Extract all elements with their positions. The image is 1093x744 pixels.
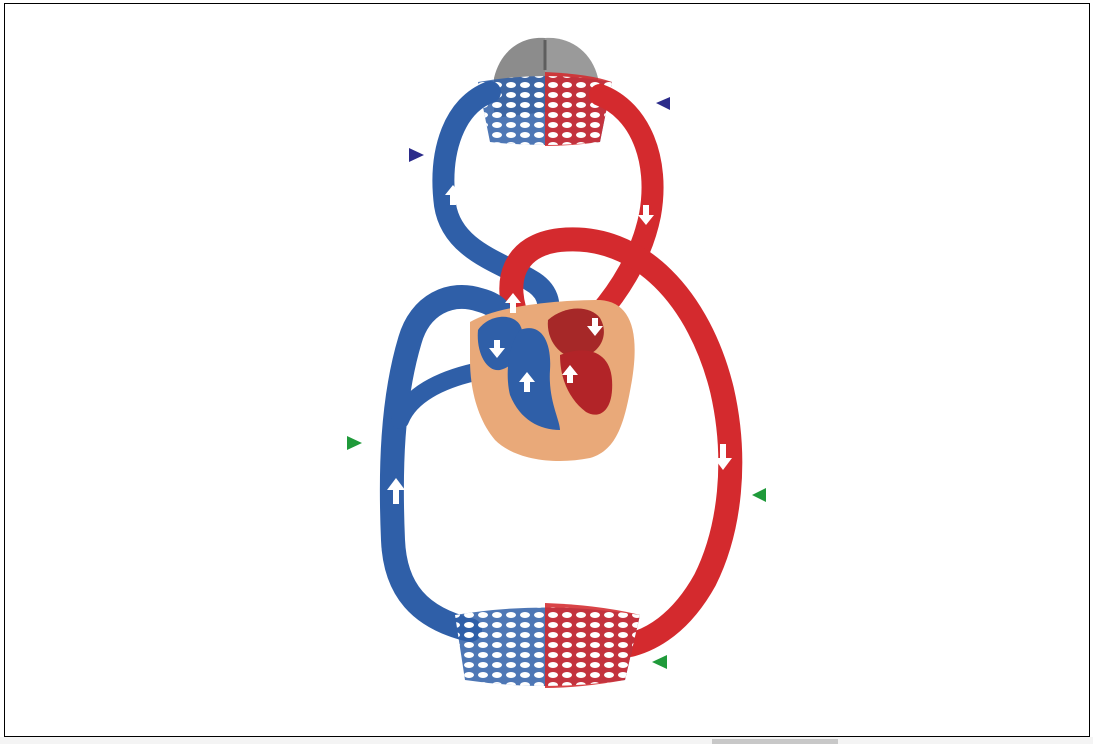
pulmonary-capillary-bed bbox=[478, 72, 612, 146]
systemic-capillary-bed bbox=[455, 603, 640, 688]
triangle-marker-icon bbox=[656, 97, 670, 110]
heart-icon bbox=[470, 300, 635, 461]
triangle-marker-icon bbox=[652, 655, 667, 669]
triangle-marker-icon bbox=[409, 148, 424, 162]
triangle-marker-icon bbox=[752, 488, 766, 502]
triangle-marker-icon bbox=[347, 436, 362, 450]
